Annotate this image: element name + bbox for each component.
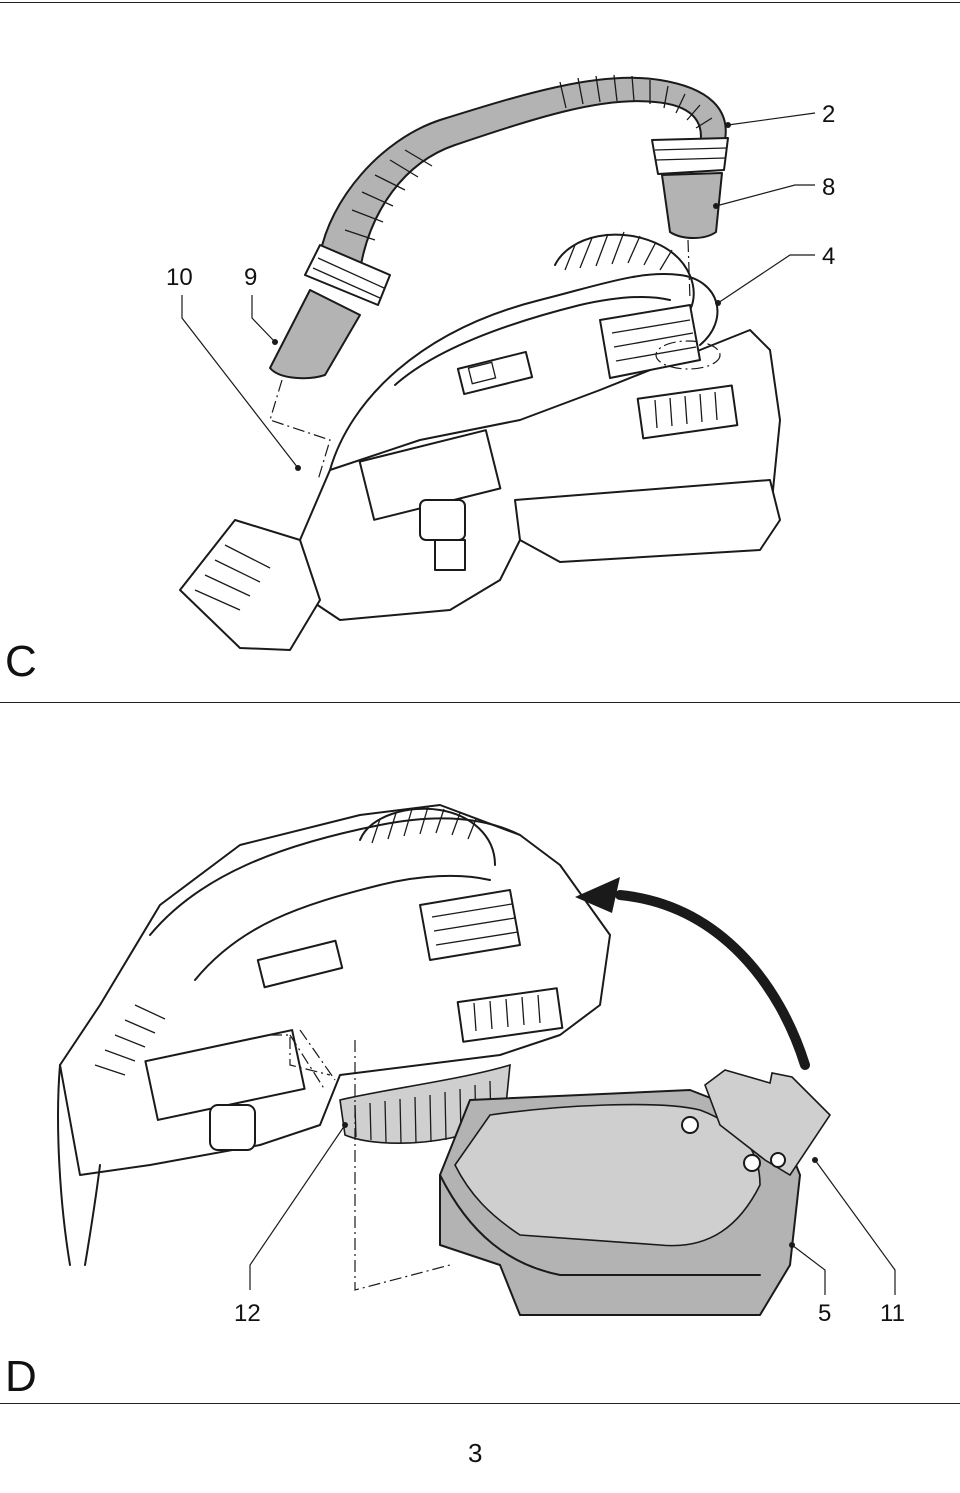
panel-divider (0, 702, 960, 703)
callout-5: 5 (818, 1300, 832, 1327)
bottom-rule (0, 1403, 960, 1404)
nozzle-8 (661, 172, 723, 239)
carry-handle (329, 273, 719, 471)
removal-arrow-shaft (615, 890, 810, 1070)
hose-cuff-left (304, 244, 391, 306)
figure-d-container-removal (57, 804, 896, 1316)
latch-d (209, 1104, 256, 1151)
carry-handle-d (149, 817, 521, 936)
removal-arrow-head (575, 877, 620, 913)
top-rule (0, 2, 960, 3)
figure-c-hose-attachment (179, 74, 816, 651)
callout-9: 9 (244, 264, 258, 291)
callout-2: 2 (822, 101, 836, 128)
callout-12: 12 (234, 1300, 261, 1327)
hinged-lid-11 (704, 1069, 832, 1177)
callout-4: 4 (822, 243, 836, 270)
hose-cuff-right (651, 137, 729, 175)
latch (419, 499, 466, 541)
fan-housing-d (359, 807, 496, 866)
page-number: 3 (468, 1438, 483, 1468)
adapter-9 (269, 289, 361, 380)
panel-label-c: C (5, 637, 37, 686)
vacuum-base (514, 479, 781, 563)
callout-8: 8 (822, 174, 836, 201)
callout-10: 10 (166, 264, 193, 291)
power-switch-d (256, 939, 344, 989)
front-grille (636, 384, 739, 440)
callout-11: 11 (880, 1300, 905, 1327)
front-nozzle (179, 519, 321, 651)
front-grille-d (456, 987, 564, 1043)
panel-label-d: D (5, 1352, 37, 1401)
